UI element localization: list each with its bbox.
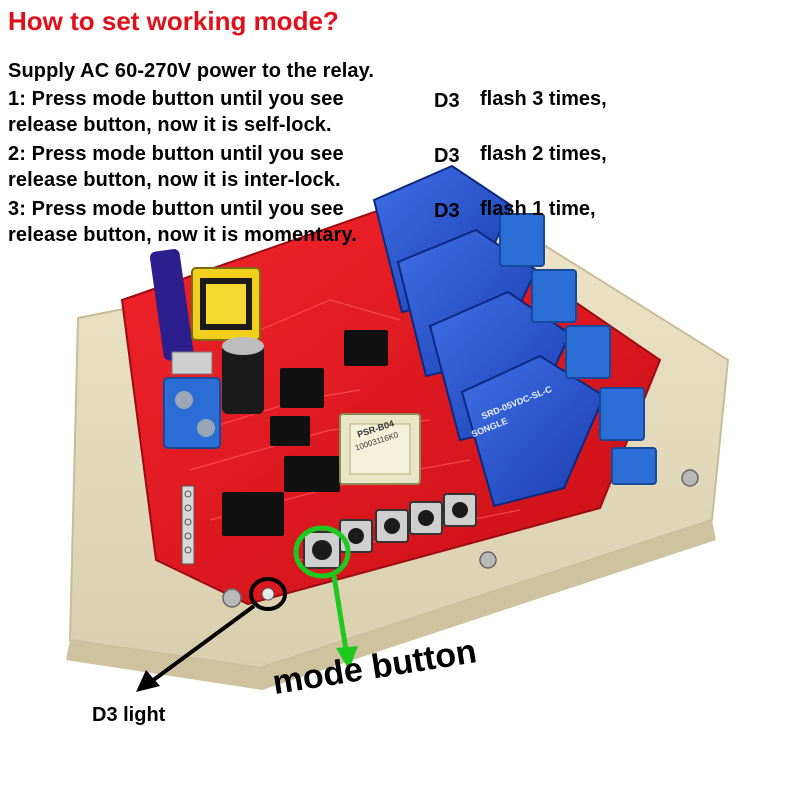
instruction-step2-c: release button, now it is inter-lock. [8, 169, 341, 191]
instruction-step1-a: 1: Press mode button until you see [8, 88, 344, 110]
ic-chips [222, 330, 388, 536]
mode-highlight-circle [293, 525, 351, 579]
relays [372, 164, 606, 508]
instruction-step2-a: 2: Press mode button until you see [8, 143, 344, 165]
instruction-step3-c: release button, now it is momentary. [8, 224, 357, 246]
page-title: How to set working mode? [8, 6, 339, 36]
instruction-step2-d3: D3 [434, 145, 460, 167]
header-pins [181, 485, 195, 565]
instruction-step1-b: flash 3 times, [480, 88, 607, 110]
d3-led [261, 587, 275, 601]
d3-arrow [136, 604, 256, 692]
instruction-step3-b: flash 1 time, [480, 198, 596, 220]
instruction-supply: Supply AC 60-270V power to the relay. [8, 60, 375, 82]
terminal-left [163, 377, 221, 449]
power-module [149, 249, 261, 375]
mode-arrow [331, 575, 358, 670]
tactile-buttons [303, 493, 477, 569]
d3-light-label: D3 light [92, 704, 166, 726]
instruction-step3-d3: D3 [434, 200, 460, 222]
terminals-right [499, 213, 657, 485]
instruction-step1-d3: D3 [434, 90, 460, 112]
instruction-step3-a: 3: Press mode button until you see [8, 198, 344, 220]
instruction-step2-b: flash 2 times, [480, 143, 607, 165]
screws [222, 469, 699, 608]
instruction-step1-c: release button, now it is self-lock. [8, 114, 332, 136]
capacitor [222, 337, 264, 414]
rf-module [339, 413, 421, 485]
d3-highlight-circle [249, 577, 287, 611]
